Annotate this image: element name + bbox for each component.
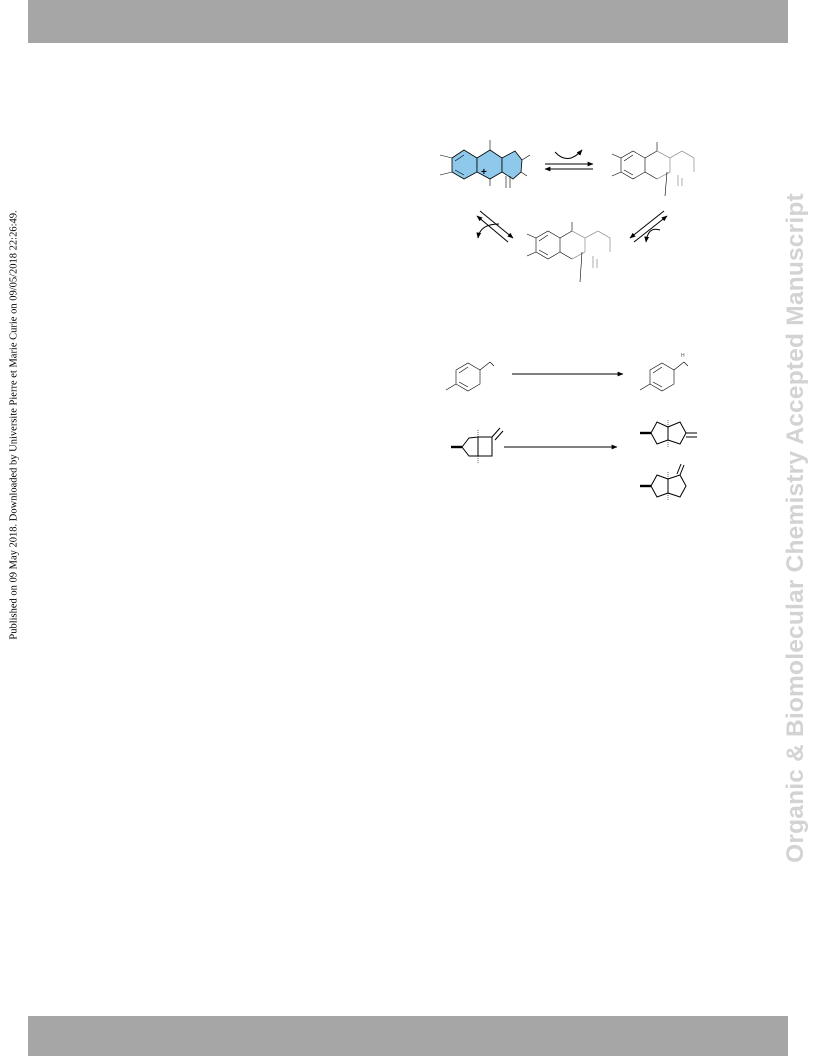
cation-charge-label: + — [481, 167, 487, 178]
header-bar — [28, 0, 788, 43]
aryl-substrate — [445, 361, 495, 392]
top-equilibrium-arrows — [544, 149, 594, 172]
bicyclic-product-b — [640, 463, 687, 500]
left-equilibrium-arrows — [476, 210, 514, 243]
adduct-structure-bottom — [526, 222, 611, 283]
right-equilibrium-arrows — [629, 210, 668, 243]
aryl-product: H — [639, 353, 689, 392]
bicyclic-product-a — [640, 420, 697, 447]
footer-bar — [28, 1016, 788, 1056]
hydrogen-label: H — [681, 353, 685, 359]
cationic-intermediate: + — [439, 140, 531, 188]
adduct-structure-top — [611, 142, 695, 197]
bicyclic-substrate — [451, 427, 504, 463]
